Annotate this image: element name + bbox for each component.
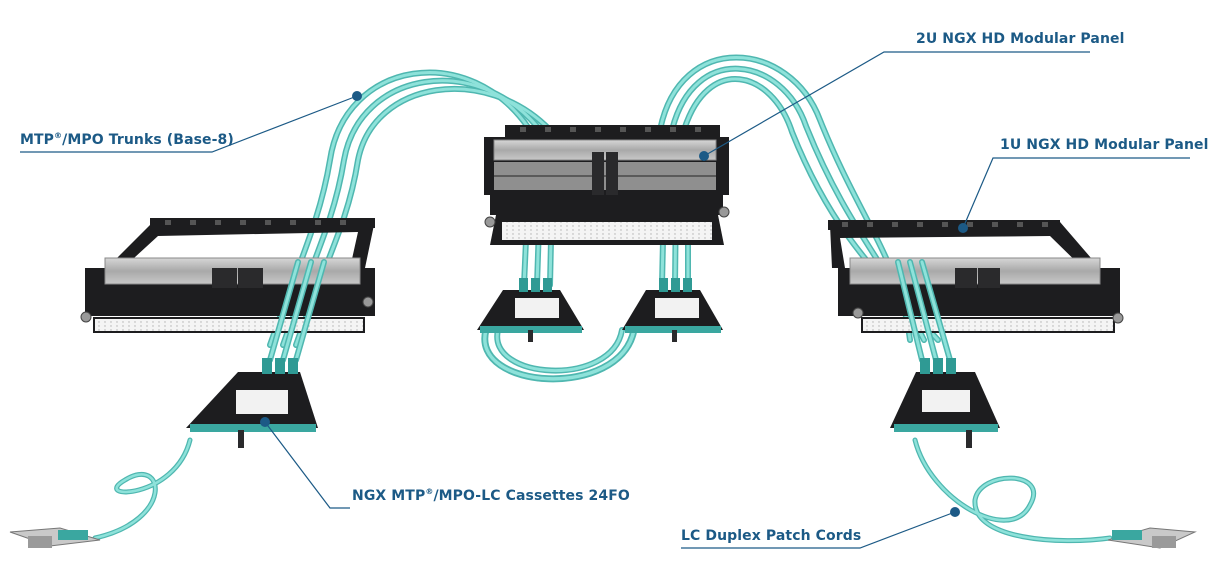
right-transceiver bbox=[1107, 527, 1197, 549]
callout-markers bbox=[260, 91, 968, 517]
center-cassette-right bbox=[622, 278, 723, 342]
cassettes-label: NGX MTP®/MPO-LC Cassettes 24FO bbox=[352, 487, 630, 504]
right-trunk-drop bbox=[895, 259, 953, 363]
left-1u-panel bbox=[80, 218, 375, 333]
left-cassette bbox=[186, 358, 318, 448]
patch-cords-label: LC Duplex Patch Cords bbox=[681, 528, 862, 544]
left-trunk-drop bbox=[267, 259, 327, 363]
right-cassette bbox=[890, 358, 1000, 448]
center-cassette-left bbox=[477, 278, 584, 342]
1u-panel-label: 1U NGX HD Modular Panel bbox=[1000, 137, 1209, 153]
left-transceiver bbox=[9, 527, 101, 548]
center-2u-panel bbox=[484, 125, 730, 245]
mtp-trunks-label: MTP®/MPO Trunks (Base-8) bbox=[20, 131, 234, 148]
right-1u-panel bbox=[828, 220, 1124, 333]
2u-panel-label: 2U NGX HD Modular Panel bbox=[916, 31, 1125, 47]
callout-leaders bbox=[20, 51, 1190, 549]
lc-patch-cords bbox=[92, 437, 1113, 544]
